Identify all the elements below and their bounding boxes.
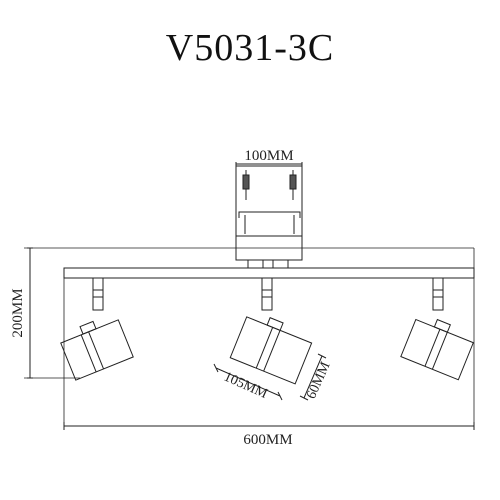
screw-left-icon: [242, 170, 250, 200]
spotlight-left: [60, 277, 134, 381]
spotlight-center: [229, 277, 313, 385]
screw-right-icon: [289, 170, 297, 200]
dimension-100mm: [235, 162, 303, 170]
dimension-600mm: [63, 422, 475, 430]
label-105mm: 105MM: [221, 370, 270, 403]
dimension-60mm: [299, 353, 327, 401]
label-100mm: 100MM: [244, 148, 293, 164]
model-title: V5031-3C: [165, 27, 335, 69]
dimension-200mm: [27, 247, 33, 379]
label-200mm: 200MM: [10, 288, 26, 337]
dimension-105mm: [213, 363, 283, 401]
mounting-plate: [235, 163, 303, 269]
label-60mm: 60MM: [304, 359, 334, 401]
track-bar: [63, 267, 475, 279]
spotlight-right: [400, 277, 474, 381]
label-600mm: 600MM: [243, 432, 292, 448]
